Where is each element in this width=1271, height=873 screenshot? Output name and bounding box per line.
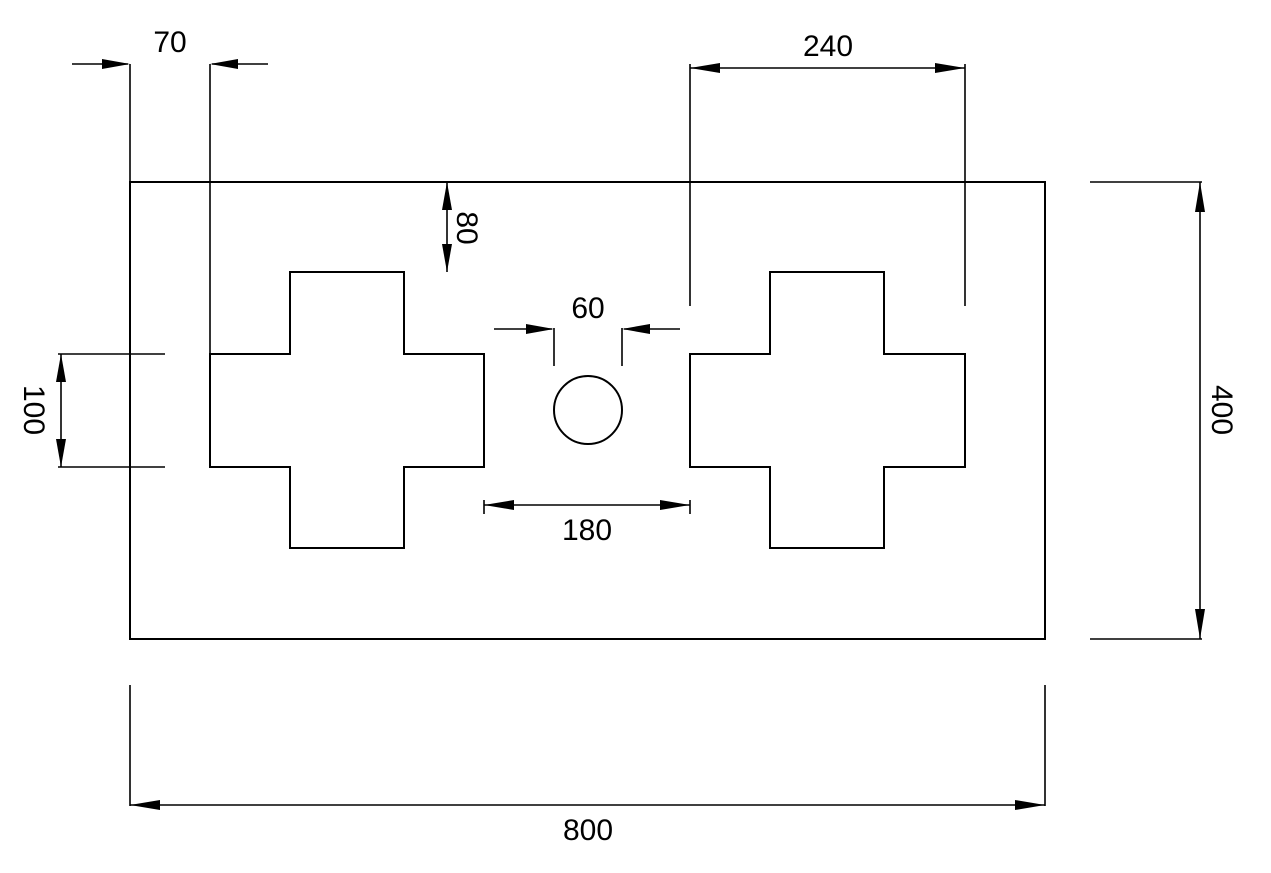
left-cross-cutout bbox=[209, 271, 485, 549]
dimension-label-total-width: 800 bbox=[563, 814, 613, 847]
dimension-label-top-offset: 80 bbox=[450, 211, 483, 244]
dimension-label-cross-width: 240 bbox=[803, 30, 853, 63]
dimension-label-left-offset: 70 bbox=[153, 26, 186, 59]
dimension-label-hole-diameter: 60 bbox=[571, 292, 604, 325]
dimension-total-height: 400 bbox=[1090, 181, 1238, 640]
dimension-hole-diameter: 60 bbox=[494, 292, 680, 366]
dimension-label-total-height: 400 bbox=[1205, 385, 1238, 435]
dimension-label-cross-arm: 100 bbox=[17, 385, 50, 435]
dimension-top-offset: 80 bbox=[442, 182, 483, 272]
center-hole bbox=[553, 375, 623, 445]
dimension-left-offset: 70 bbox=[72, 26, 268, 354]
dimension-cross-width: 240 bbox=[689, 30, 966, 306]
dimension-total-width: 800 bbox=[129, 685, 1046, 847]
dimension-cross-arm: 100 bbox=[17, 353, 165, 468]
dimension-label-cross-gap: 180 bbox=[562, 514, 612, 547]
dimension-cross-gap: 180 bbox=[483, 500, 691, 547]
plate-outline bbox=[129, 181, 1046, 640]
right-cross-cutout bbox=[689, 271, 966, 549]
